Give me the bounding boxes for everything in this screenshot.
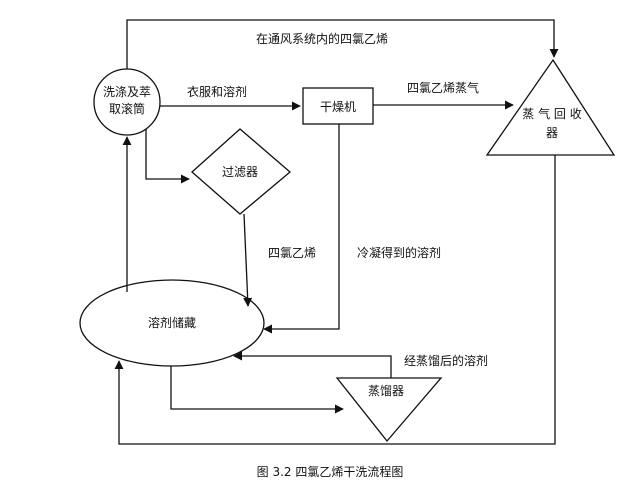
condensed-edge-label: 冷凝得到的溶剂 [357,245,441,260]
filter-to-storage-edge [243,213,253,307]
distilled-solvent-edge [233,351,392,378]
recovery-label-line1: 蒸 气 回 收 [522,106,581,121]
dryer-node [302,87,374,125]
washer-to-filter-edge [145,129,190,184]
condensed-solvent-edge [263,124,340,334]
perc-vapor-edge-label: 四氯乙烯蒸气 [407,80,479,95]
storage-to-still-edge [170,366,344,414]
filter-node [191,128,292,215]
recovery-return-edge [114,155,556,445]
solvent-storage-node [79,279,265,367]
storage-label: 溶剂储藏 [148,315,196,330]
ventilation-edge-label: 在通风系统内的四氯乙烯 [256,31,388,46]
dryer-label: 干燥机 [320,100,356,114]
vapor-recovery-node [485,58,616,156]
still-label: 蒸馏器 [368,384,404,398]
filter-label: 过滤器 [222,165,258,179]
ventilation-edge [126,19,559,69]
figure-caption: 图 3.2 四氯乙烯干洗流程图 [257,464,404,479]
washer-label-line2: 取滚筒 [109,101,145,116]
perc-edge-label: 四氯乙烯 [268,246,316,260]
distilled-edge-label: 经蒸馏后的溶剂 [404,353,488,368]
washer-label-line1: 洗涤及萃 [103,85,151,99]
clothes-solvent-edge-label: 衣服和溶剂 [187,84,247,99]
recovery-label-line2: 器 [546,126,558,140]
still-node [335,377,443,443]
